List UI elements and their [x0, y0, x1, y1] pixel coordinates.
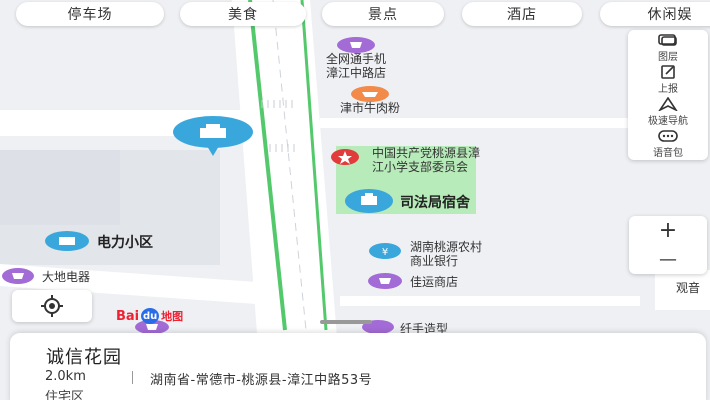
- poi-label: 司法局宿舍: [400, 194, 471, 211]
- place-detail-card[interactable]: 诚信花园 2.0km 湖南省-常德市-桃源县-漳江中路53号 住宅区: [10, 333, 706, 400]
- baidu-map-logo: Bai du 地图: [116, 306, 183, 326]
- svg-text:¥: ¥: [382, 247, 388, 258]
- tool-label: 图层: [658, 52, 678, 63]
- poi-label: 湖南桃源农村: [410, 239, 482, 254]
- poi-justice-dorm[interactable]: 司法局宿舍: [345, 189, 471, 213]
- voice-pack-icon: [658, 130, 678, 142]
- poi-dadi-electric[interactable]: 大地电器: [2, 268, 90, 284]
- logo-suffix: 地图: [161, 310, 184, 323]
- card-drag-handle[interactable]: [320, 320, 372, 324]
- tool-label: 上报: [658, 84, 678, 95]
- layers-button[interactable]: 图层: [628, 32, 708, 64]
- report-button[interactable]: 上报: [628, 64, 708, 96]
- poi-label: 漳江中路店: [326, 65, 386, 80]
- poi-label: 津市牛肉粉: [340, 100, 400, 115]
- road: [320, 118, 630, 128]
- road: [655, 270, 710, 310]
- place-name: 诚信花园: [46, 347, 122, 368]
- road: [340, 296, 640, 306]
- navigation-icon: [658, 97, 678, 111]
- place-distance: 2.0km: [45, 369, 86, 384]
- category-bar: 停车场 美食 景点 酒店 休闲娱: [0, 0, 710, 32]
- poi-beef-noodle[interactable]: 津市牛肉粉: [340, 86, 400, 115]
- residential-pin[interactable]: [173, 116, 253, 156]
- poi-party-committee[interactable]: 中国共产党桃源县漳 江小学支部委员会: [331, 145, 480, 174]
- fast-navigation-button[interactable]: 极速导航: [628, 96, 708, 128]
- poi-power-community[interactable]: 电力小区: [45, 231, 153, 251]
- zoom-control: + —: [629, 216, 707, 274]
- poi-label: 大地电器: [42, 270, 90, 284]
- map-toolbar: 图层 上报 极速导航 语音包: [628, 30, 708, 160]
- category-leisure[interactable]: 休闲娱: [600, 2, 710, 26]
- traffic-line: [300, 0, 328, 331]
- category-parking[interactable]: 停车场: [16, 2, 164, 26]
- divider: [132, 371, 133, 384]
- poi-rural-bank[interactable]: ¥ 湖南桃源农村 商业银行: [369, 239, 482, 268]
- poi-label: 观音: [676, 280, 700, 295]
- logo-paw-icon: du: [141, 308, 160, 324]
- poi-label: 中国共产党桃源县漳: [372, 145, 480, 160]
- poi-label: 电力小区: [97, 234, 153, 251]
- locate-button[interactable]: [12, 290, 92, 322]
- report-icon: [661, 65, 675, 79]
- poi-label: 全网通手机: [326, 51, 386, 66]
- voice-pack-button[interactable]: 语音包: [628, 128, 708, 160]
- locate-icon: [41, 295, 63, 317]
- zoom-in-button[interactable]: +: [658, 218, 678, 243]
- place-address: 湖南省-常德市-桃源县-漳江中路53号: [150, 373, 373, 388]
- poi-label: 江小学支部委员会: [372, 159, 468, 174]
- place-type: 住宅区: [45, 390, 85, 400]
- poi-jiayun-store[interactable]: 佳运商店: [368, 273, 458, 289]
- logo-text: Bai: [116, 308, 140, 324]
- poi-label: 佳运商店: [410, 274, 458, 289]
- category-food[interactable]: 美食: [180, 2, 306, 26]
- tool-label: 极速导航: [648, 116, 688, 127]
- road: [0, 264, 270, 305]
- layers-icon: [658, 34, 677, 46]
- category-hotel[interactable]: 酒店: [462, 2, 582, 26]
- poi-label: 商业银行: [410, 253, 458, 268]
- traffic-line: [248, 0, 287, 331]
- building-block: [0, 150, 120, 225]
- crosswalk: [261, 100, 295, 152]
- poi-pin[interactable]: [135, 320, 169, 334]
- poi-label: 纤手造型: [400, 322, 448, 336]
- category-scenic[interactable]: 景点: [322, 2, 444, 26]
- poi-phone-store[interactable]: 全网通手机 漳江中路店: [326, 37, 386, 80]
- zoom-out-button[interactable]: —: [659, 249, 677, 270]
- tool-label: 语音包: [653, 148, 683, 159]
